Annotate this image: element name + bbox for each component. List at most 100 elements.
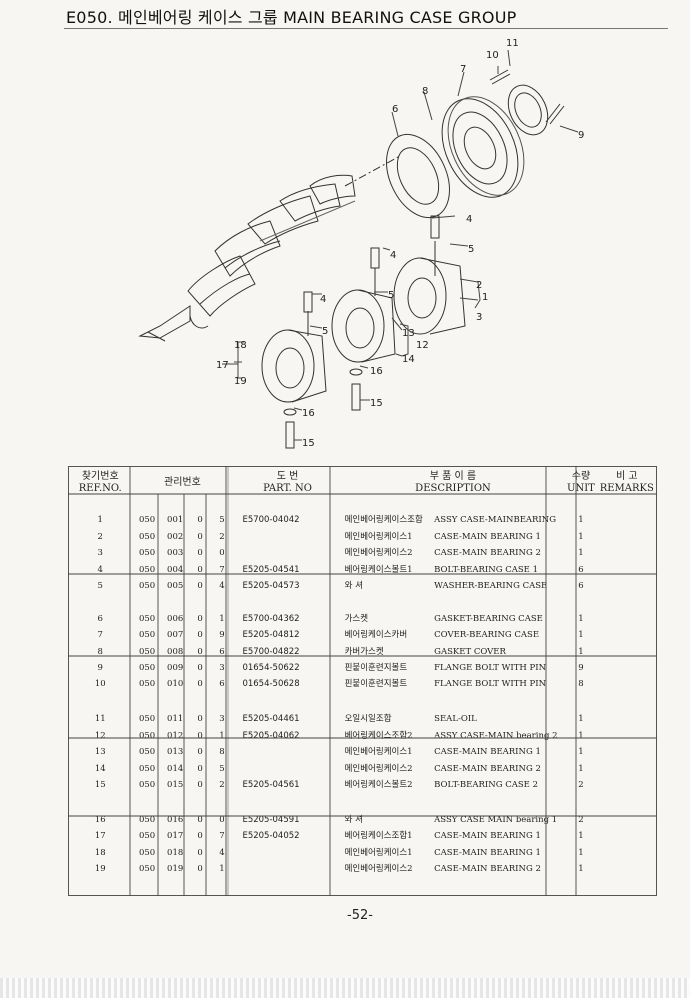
mgmt-code-2: 010 [167, 679, 184, 690]
mgmt-code-4: 5 [219, 763, 225, 774]
korean-name: 베어링케이스카버 [344, 630, 408, 641]
korean-name: 메인베어링케이스2 [344, 548, 413, 559]
title-rule [64, 28, 668, 29]
mgmt-code-3: 0 [197, 564, 203, 575]
remarks [597, 513, 657, 529]
mgmt-code-2: 008 [167, 646, 184, 657]
remarks [597, 660, 657, 676]
ref-number: 7 [97, 630, 103, 641]
unit-qty: 1 [578, 646, 584, 657]
mgmt-code-4: 7 [219, 831, 225, 842]
mgmt-code-2: 015 [167, 780, 184, 791]
callout-4a: 4 [466, 214, 472, 225]
header-remarks-kor: 비 고 [615, 471, 638, 483]
description: COVER-BEARING CASE [434, 630, 540, 641]
description: CASE-MAIN BEARING 2 [434, 864, 541, 875]
remarks [597, 712, 657, 728]
korean-name: 핀붙이훈련지볼트 [344, 663, 408, 673]
group-spacer [68, 878, 657, 896]
scan-edge-band [0, 978, 690, 998]
mgmt-code-3: 0 [197, 646, 203, 657]
callout-15b: 15 [302, 438, 315, 449]
part-number: E5700-04042 [242, 515, 300, 526]
part-number: 01654-50628 [242, 679, 300, 690]
remarks [597, 529, 657, 545]
part-number [234, 529, 340, 545]
mgmt-code-2: 016 [167, 815, 184, 826]
flange-bolt-9-drawing [545, 103, 565, 125]
callout-17: 17 [216, 360, 229, 371]
unit-qty: 8 [578, 679, 584, 690]
header-qty-kor: 수량 [571, 471, 591, 483]
mgmt-code-1: 050 [138, 564, 156, 575]
ref-number: 5 [97, 581, 103, 592]
description: CASE-MAIN BEARING 2 [434, 763, 541, 774]
korean-name: 메인베어링케이스1 [344, 531, 413, 542]
mgmt-code-3: 0 [197, 581, 203, 592]
ref-number: 8 [97, 646, 103, 657]
mgmt-code-1: 050 [138, 581, 156, 592]
mgmt-code-3: 0 [197, 714, 203, 725]
mgmt-code-1: 050 [138, 831, 156, 842]
korean-name: 메인베어링케이스2 [344, 864, 413, 875]
korean-name: 메인베어링케이스1 [344, 747, 413, 758]
mgmt-code-3: 0 [197, 831, 203, 842]
header-mgmt: 관리번호 [164, 477, 201, 489]
unit-qty: 2 [578, 815, 584, 826]
callout-18: 18 [234, 340, 247, 351]
mgmt-code-1: 050 [138, 679, 156, 690]
part-number: 01654-50622 [242, 663, 300, 673]
mgmt-code-1: 050 [138, 780, 156, 791]
remarks [597, 677, 657, 693]
korean-name: 가스켓 [344, 613, 369, 624]
page-title: E050. 메인베어링 케이스 그룹 MAIN BEARING CASE GRO… [66, 8, 517, 27]
mgmt-code-2: 007 [167, 630, 184, 641]
description: CASE-MAIN BEARING 1 [434, 531, 541, 542]
mgmt-code-4: 3 [219, 714, 225, 725]
mgmt-code-4: 0 [219, 815, 225, 826]
ref-number: 12 [94, 730, 106, 741]
korean-name: 베어링케이스볼트1 [344, 564, 413, 575]
part-number [234, 862, 340, 878]
callout-13: 13 [402, 328, 415, 339]
ref-number: 4 [97, 564, 103, 575]
callout-16a: 16 [370, 366, 383, 377]
description: GASKET-BEARING CASE [434, 613, 543, 624]
mgmt-code-1: 050 [138, 747, 156, 758]
unit-qty: 1 [578, 864, 584, 875]
callout-1: 1 [482, 292, 488, 303]
ref-number: 15 [94, 780, 106, 791]
korean-name: 메인베어링케이스1 [344, 847, 413, 858]
mgmt-code-4: 1 [219, 864, 225, 875]
unit-qty: 1 [578, 831, 584, 842]
description: ASSY CASE-MAINBEARING [434, 515, 557, 526]
bearing-case-middle-drawing [331, 247, 396, 363]
ref-number: 1 [97, 515, 103, 526]
mgmt-code-4: 6 [219, 646, 225, 657]
header-name-kor: 부 품 이 름 [429, 471, 477, 483]
callout-5c: 5 [322, 326, 328, 337]
korean-name: 베어링케이스조합1 [344, 831, 413, 842]
mgmt-code-2: 014 [167, 763, 184, 774]
unit-qty: 1 [578, 630, 584, 641]
mgmt-code-1: 050 [138, 663, 156, 673]
mgmt-code-3: 0 [197, 847, 203, 858]
page-number: -52- [347, 908, 373, 923]
mgmt-code-4: 4 [219, 581, 225, 592]
ref-number: 6 [97, 613, 103, 624]
mgmt-code-2: 018 [167, 847, 184, 858]
unit-qty: 1 [578, 714, 584, 725]
unit-qty: 2 [578, 780, 584, 791]
ref-number: 3 [97, 548, 103, 559]
description: ASSY CASE MAIN bearing 1 [434, 815, 558, 826]
